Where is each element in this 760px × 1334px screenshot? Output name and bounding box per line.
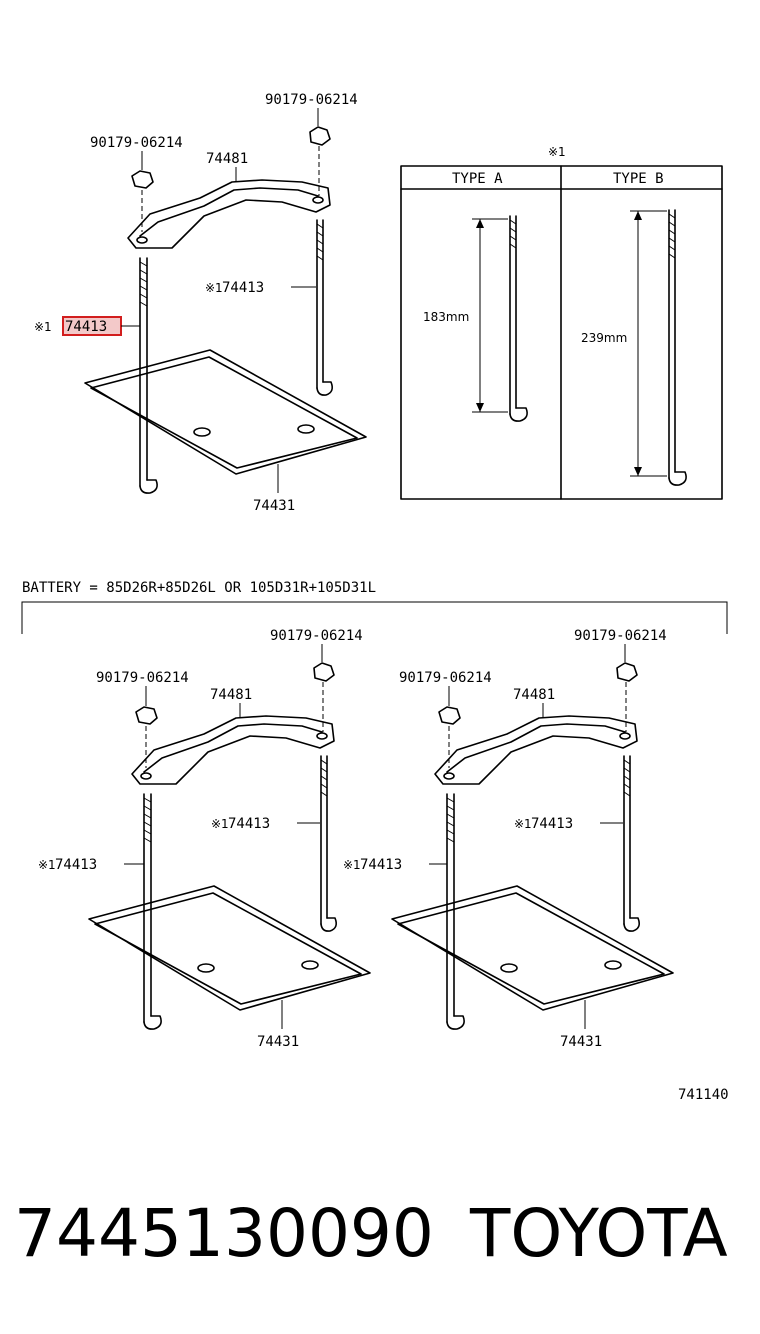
- bottom-right-assembly: 90179-06214 90179-06214 74481 ※1 74413 ※…: [343, 628, 674, 1050]
- ref-mark-bl-right-rod: ※1: [211, 817, 229, 831]
- length-type-b: 239mm: [581, 331, 627, 345]
- label-clamp-br[interactable]: 74481: [513, 687, 555, 703]
- length-type-a: 183mm: [423, 310, 469, 324]
- label-nut-top-left[interactable]: 90179-06214: [90, 135, 183, 151]
- part-number: 7445130090: [14, 1195, 434, 1272]
- label-rod-br-right[interactable]: 74413: [531, 816, 573, 832]
- label-nut-br-right[interactable]: 90179-06214: [574, 628, 667, 644]
- label-nut-top-right[interactable]: 90179-06214: [265, 92, 358, 108]
- label-tray-br[interactable]: 74431: [560, 1034, 602, 1050]
- label-tray-top[interactable]: 74431: [253, 498, 295, 514]
- ref-mark-left-rod-top: ※1: [34, 320, 52, 334]
- top-assembly: 90179-06214 90179-06214 74481 ※1 74413 ※…: [34, 92, 367, 514]
- label-rod-bl-right[interactable]: 74413: [228, 816, 270, 832]
- ref-mark-br-right-rod: ※1: [514, 817, 532, 831]
- label-clamp-bl[interactable]: 74481: [210, 687, 252, 703]
- battery-note: BATTERY = 85D26R+85D26L OR 105D31R+105D3…: [22, 580, 376, 596]
- bottom-left-assembly: 90179-06214 90179-06214 74481 ※1 74413 ※…: [38, 628, 371, 1050]
- table-ref-mark: ※1: [548, 145, 566, 159]
- label-rod-right-top[interactable]: 74413: [222, 280, 264, 296]
- label-nut-bl-left[interactable]: 90179-06214: [96, 670, 189, 686]
- label-clamp-top[interactable]: 74481: [206, 151, 248, 167]
- label-nut-bl-right[interactable]: 90179-06214: [270, 628, 363, 644]
- table-header-type-a: TYPE A: [452, 171, 503, 187]
- label-tray-bl[interactable]: 74431: [257, 1034, 299, 1050]
- label-nut-br-left[interactable]: 90179-06214: [399, 670, 492, 686]
- label-rod-bl-left[interactable]: 74413: [55, 857, 97, 873]
- table-header-type-b: TYPE B: [613, 171, 664, 187]
- label-rod-br-left[interactable]: 74413: [360, 857, 402, 873]
- ref-mark-right-rod-top: ※1: [205, 281, 223, 295]
- ref-mark-br-left-rod: ※1: [343, 858, 361, 872]
- diagram-code: 741140: [678, 1087, 729, 1103]
- section-bracket: [21, 601, 728, 634]
- ref-mark-bl-left-rod: ※1: [38, 858, 56, 872]
- brand-name: TOYOTA: [469, 1195, 728, 1272]
- label-rod-left-top-highlighted[interactable]: 74413: [65, 319, 107, 335]
- type-table: ※1 TYPE A TYPE B 183mm 239mm: [400, 145, 723, 500]
